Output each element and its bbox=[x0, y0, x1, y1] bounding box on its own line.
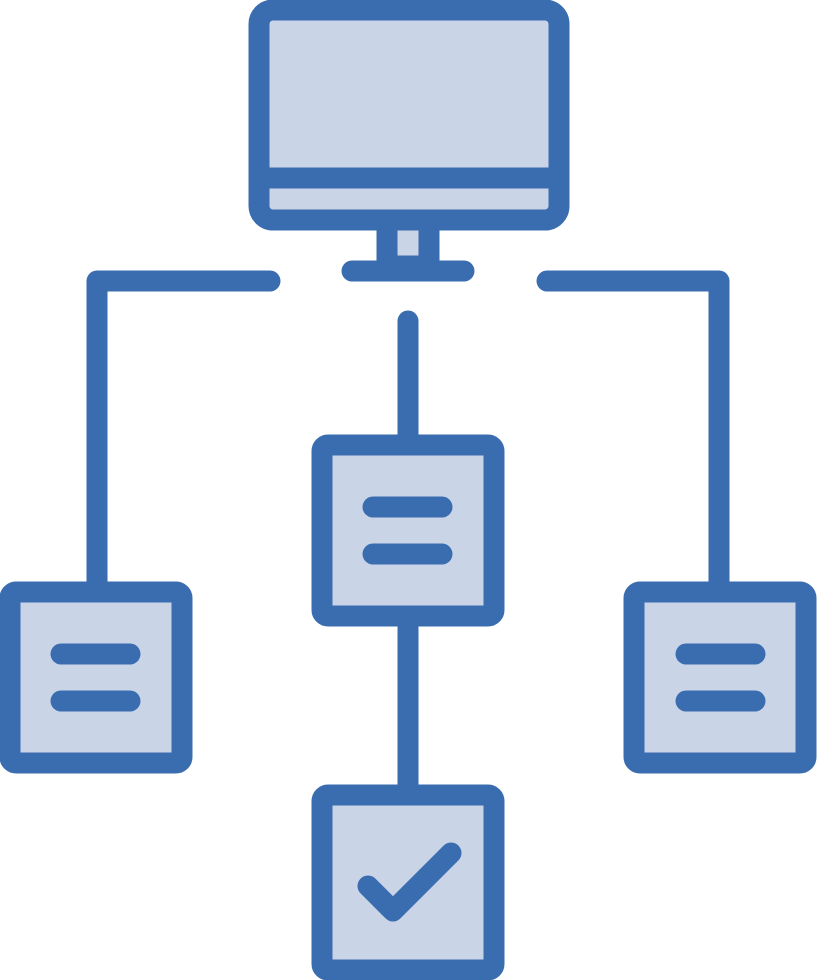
document-box-right bbox=[623, 581, 817, 774]
monitor-icon bbox=[248, 0, 570, 282]
monitor-neck bbox=[376, 209, 440, 277]
document-node-left bbox=[0, 581, 193, 774]
connector-lines bbox=[86, 270, 730, 806]
document-box-center bbox=[311, 434, 505, 627]
connector-right bbox=[536, 270, 730, 603]
document-node-right bbox=[623, 581, 817, 774]
connector-left bbox=[86, 270, 281, 603]
checkbox-check-node bbox=[311, 784, 505, 980]
check-icon bbox=[357, 842, 462, 922]
document-box-left bbox=[0, 581, 193, 774]
document-node-center bbox=[311, 434, 505, 627]
